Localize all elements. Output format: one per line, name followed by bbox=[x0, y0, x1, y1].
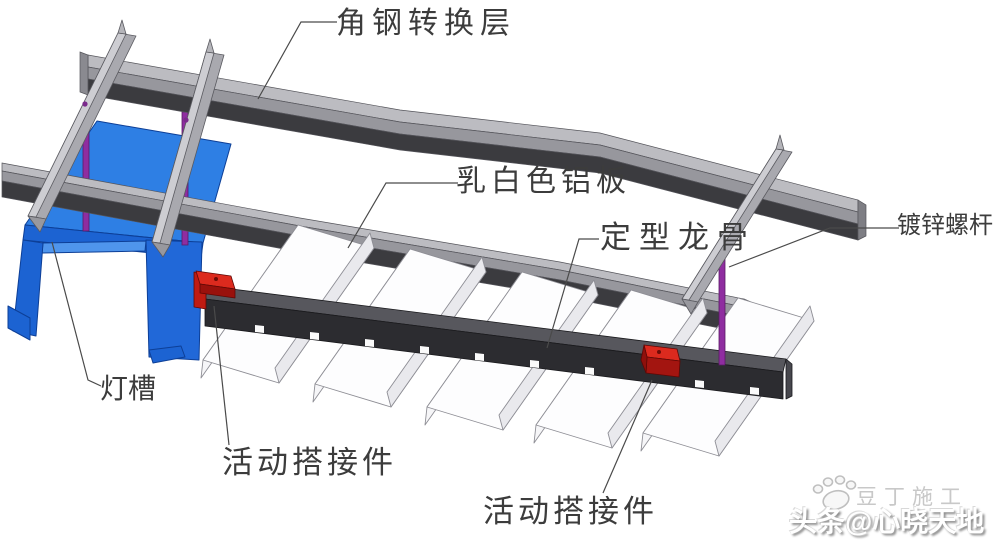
label-angle-steel-transfer-layer: 角钢转换层 bbox=[336, 7, 516, 40]
cross-angle-steel-left bbox=[27, 19, 137, 233]
label-shaped-keel: 定型龙骨 bbox=[600, 220, 756, 255]
leader-rod bbox=[728, 227, 899, 268]
red-connector-left bbox=[193, 270, 236, 310]
cross-angle-steel-mid bbox=[151, 38, 225, 258]
label-galvanized-screw-rod: 镀锌螺杆 bbox=[897, 212, 993, 239]
light-trough-shape bbox=[7, 120, 232, 364]
leader-lines bbox=[51, 21, 899, 494]
leader-connector-left bbox=[213, 305, 230, 446]
watermark-source: 豆丁施工 bbox=[856, 486, 968, 509]
leader-angle-steel bbox=[257, 21, 337, 100]
label-movable-lap-connector-left: 活动搭接件 bbox=[222, 445, 397, 480]
leader-connector-right bbox=[602, 379, 653, 494]
paw-logo-icon bbox=[812, 475, 857, 511]
leader-light-trough bbox=[51, 241, 102, 387]
rod-nut-icon bbox=[82, 101, 88, 107]
watermark-byline: 头条@心晓天地 bbox=[789, 506, 985, 537]
label-milky-white-aluminum-panel: 乳白色铝板 bbox=[456, 165, 631, 198]
rod-nut-icon bbox=[183, 117, 189, 123]
keel-notches bbox=[255, 325, 759, 395]
cross-angle-steel-right bbox=[681, 134, 793, 315]
angle-steel-rail-upper bbox=[79, 51, 867, 241]
leader-keel bbox=[546, 238, 599, 349]
label-movable-lap-connector-right: 活动搭接件 bbox=[483, 494, 658, 529]
red-connector-right bbox=[640, 344, 681, 378]
leader-aluminum-panel bbox=[347, 182, 458, 249]
label-light-trough: 灯槽 bbox=[100, 373, 157, 404]
